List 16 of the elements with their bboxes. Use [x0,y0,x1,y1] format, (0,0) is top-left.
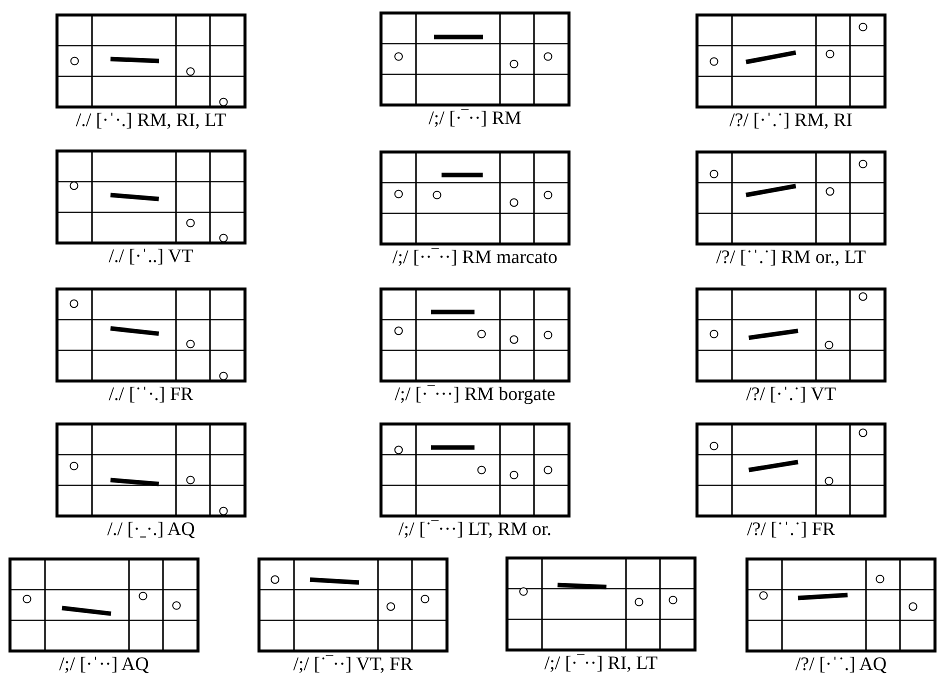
contour-caption: /?/ [·ˈ˙.] AQ [794,654,888,676]
contour-caption: /;/ [·‾··] RM [428,108,522,130]
contour-caption: /./ [·ˈ·.] RM, RI, LT [74,110,228,132]
contour-caption: /?/ [·ˈ.˙] VT [745,384,837,406]
contour-caption: /;/ [˙‾··] VT, FR [292,654,414,676]
contour-caption: /?/ [·ˈ.˙] RM, RI [728,110,854,132]
contour-caption: /;/ [·‾··] RI, LT [543,653,659,675]
contour-caption: /?/ [˙ˈ.˙] RM or., LT [715,247,867,269]
contour-caption: /;/ [·‾···] RM borgate [394,384,556,406]
contour-caption: /./ [·ˈ..] VT [108,246,194,268]
contour-caption: /;/ [˙‾···] LT, RM or. [397,519,553,541]
contour-caption: /?/ [˙ˈ.˙] FR [746,519,836,541]
contour-caption: /;/ [·ˈ··] AQ [58,654,150,676]
contour-caption: /./ [·ˍ·.] AQ [106,519,196,541]
contour-caption: /./ [˙ˈ·.] FR [108,384,194,406]
contour-caption: /;/ [··‾··] RM marcato [391,247,559,269]
